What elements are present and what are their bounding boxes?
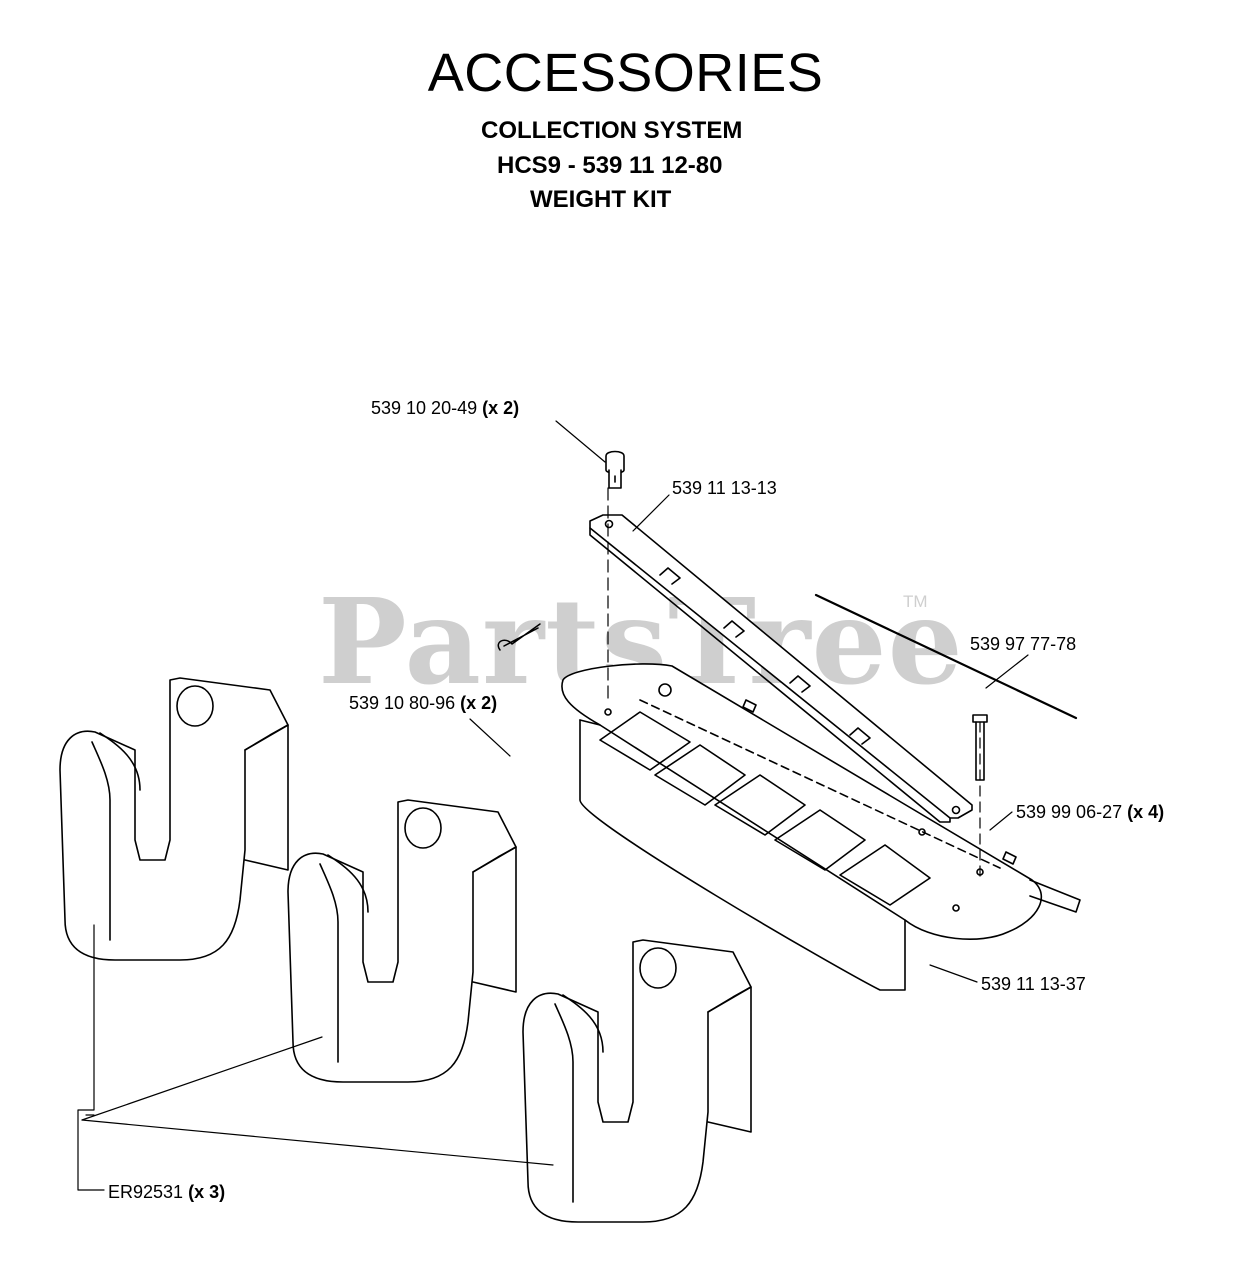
label-part-539-10-20-49: 539 10 20-49 (x 2) xyxy=(371,398,520,418)
subtitle-collection-system: COLLECTION SYSTEM xyxy=(481,117,743,144)
label-part-539-10-80-96: 539 10 80-96 (x 2) xyxy=(349,693,498,713)
label-part-er92531: ER92531 (x 3) xyxy=(108,1182,226,1202)
label-part-539-99-06-27: 539 99 06-27 (x 4) xyxy=(1016,802,1165,822)
weight-tray-part xyxy=(561,663,1081,991)
watermark-trademark: TM xyxy=(903,592,928,611)
subtitle-model-number: HCS9 - 539 11 12-80 xyxy=(497,152,723,179)
subtitle-weight-kit: WEIGHT KIT xyxy=(530,186,672,213)
suitcase-weight-1 xyxy=(59,677,289,961)
mounting-bracket-part xyxy=(589,514,973,823)
leader-lines xyxy=(77,420,1029,1191)
hairpin-clip-part xyxy=(497,623,541,651)
label-part-539-11-13-13: 539 11 13-13 xyxy=(672,478,777,498)
suitcase-weight-3 xyxy=(522,939,752,1223)
clevis-pin-part xyxy=(605,450,625,489)
label-part-539-97-77-78: 539 97 77-78 xyxy=(970,634,1077,654)
page-title: ACCESSORIES xyxy=(427,43,824,103)
label-part-539-11-13-37: 539 11 13-37 xyxy=(981,974,1086,994)
weight-rod-part xyxy=(814,593,1078,720)
suitcase-weight-2 xyxy=(287,799,517,1083)
